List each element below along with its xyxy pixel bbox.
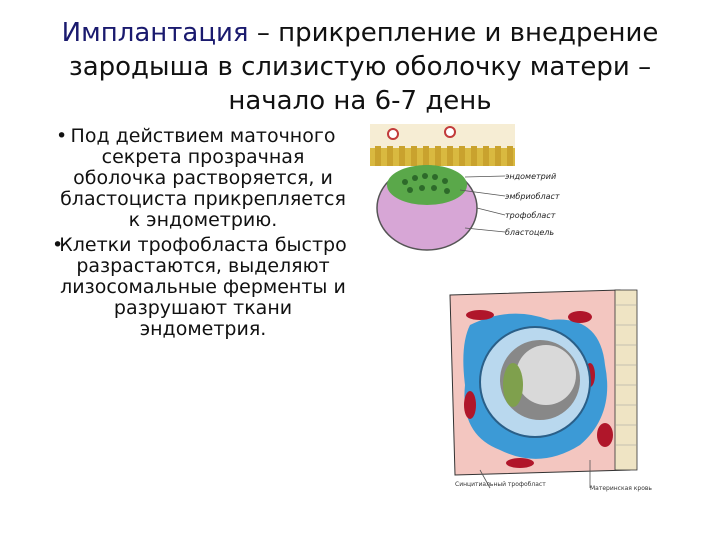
bullet-item: • Под действием маточного секрета прозра… (56, 125, 348, 231)
bullet-dot: • (52, 234, 64, 256)
implantation-illustration (449, 289, 638, 489)
bullet-text: Под действием маточного секрета прозрачн… (60, 125, 346, 231)
bullet-item: • Клетки трофобласта быстро разрастаются… (52, 234, 348, 340)
label-maternal-blood: Материнская кровь (590, 485, 652, 492)
implantation-figure: Синцитиальный трофобласт Материнская кро… (440, 285, 660, 495)
label-blastocoel: бластоцель (505, 228, 555, 237)
title-term: Имплантация (61, 18, 249, 48)
label-endometrium: эндометрий (505, 172, 557, 181)
blastocyst-attachment-figure: эндометрий эмбриобласт трофобласт бласто… (365, 122, 560, 252)
label-syncytiotrophoblast: Синцитиальный трофобласт (455, 481, 546, 488)
label-embryoblast: эмбриобласт (505, 192, 560, 201)
title-definition: – прикрепление и внедрение зародыша в сл… (68, 18, 659, 116)
label-trophoblast: трофобласт (505, 211, 556, 220)
blastocyst-illustration (370, 124, 515, 251)
bullet-list: • Под действием маточного секрета прозра… (52, 125, 348, 344)
bullet-dot: • (56, 125, 68, 147)
bullet-text: Клетки трофобласта быстро разрастаются, … (59, 234, 347, 340)
slide-title: Имплантация – прикрепление и внедрение з… (40, 16, 680, 118)
